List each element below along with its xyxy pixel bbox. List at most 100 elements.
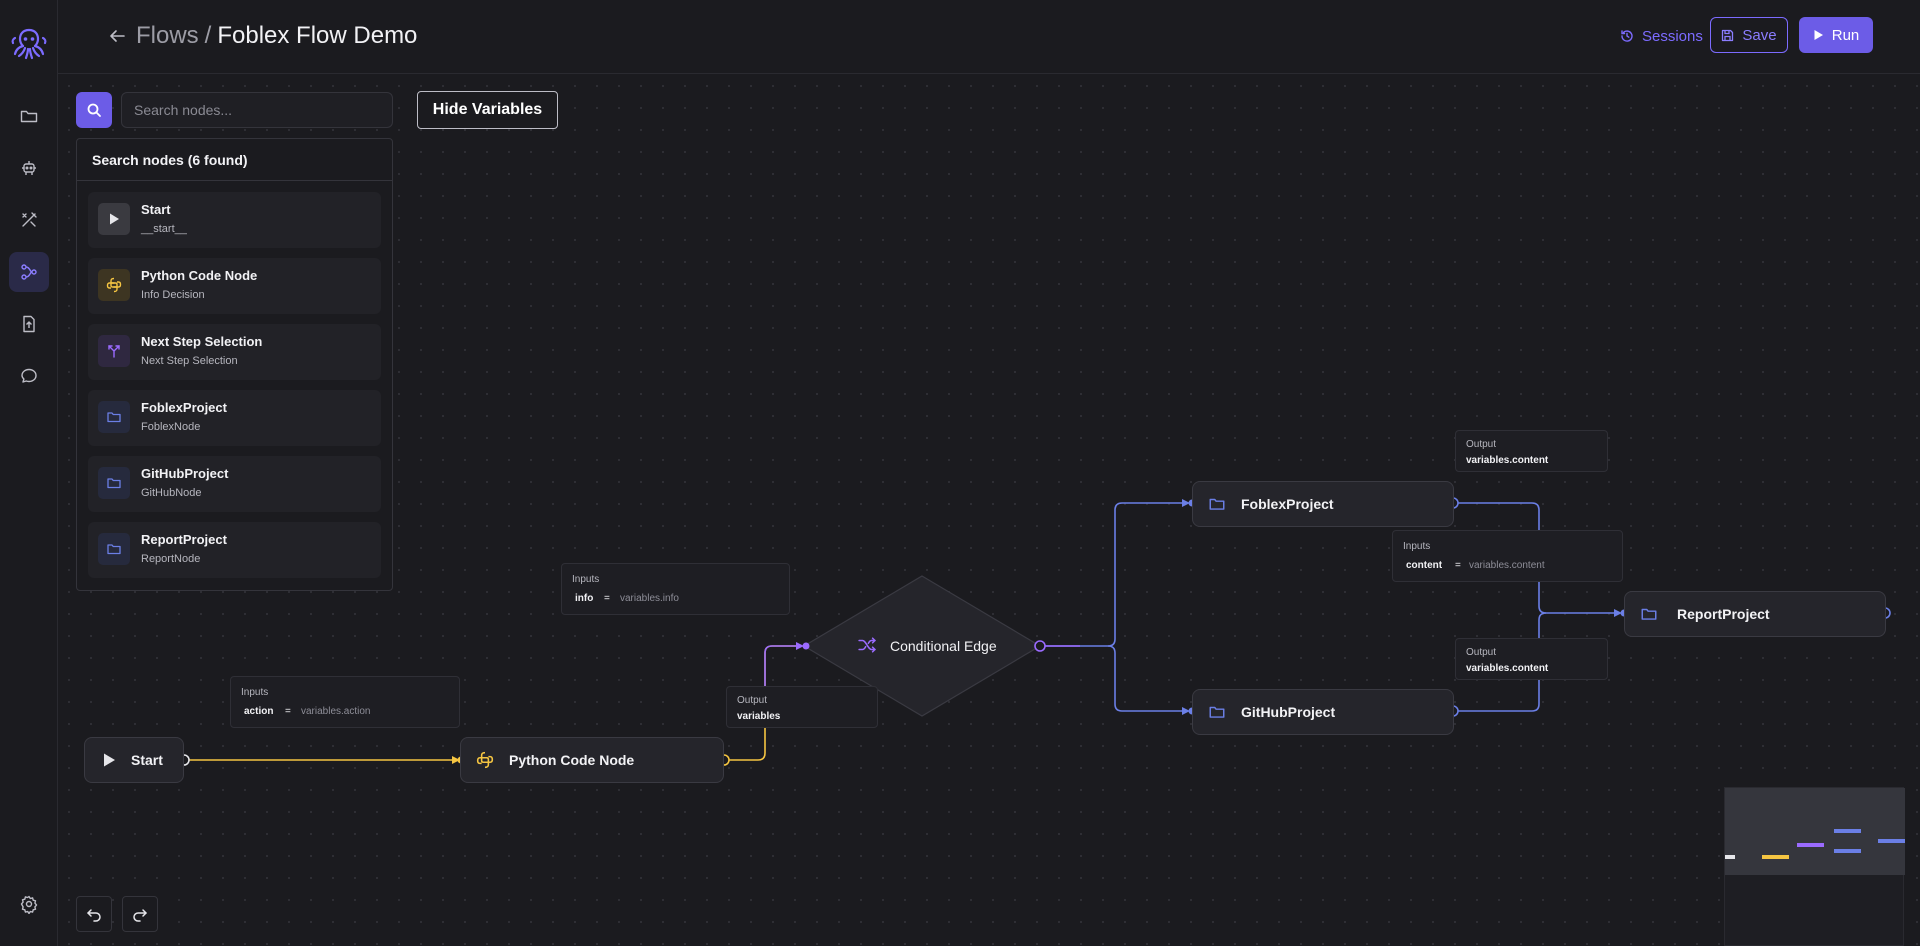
foblex-output-card: Output variables.content [1455,430,1608,472]
sessions-label: Sessions [1642,27,1703,45]
redo-button[interactable] [122,896,158,932]
node-label: Python Code Node [509,752,635,768]
search-icon [87,103,101,117]
python-icon [98,269,130,301]
sidebar-settings[interactable] [9,884,49,924]
folder-icon [1207,494,1227,514]
search-result-title: GitHubProject [141,466,229,481]
folder-icon [20,110,38,123]
input-value: variables.action [301,706,371,717]
search-result-item[interactable]: Next Step Selection Next Step Selection [88,324,381,380]
search-result-subtitle: ReportNode [141,553,201,565]
output-header: Output [737,695,768,706]
search-result-subtitle: Next Step Selection [141,355,238,367]
input-equals: = [1455,560,1461,571]
undo-button[interactable] [76,896,112,932]
python-output-card: Output variables [726,686,878,728]
input-key: content [1406,560,1443,571]
inputs-header: Inputs [241,687,269,698]
save-button[interactable]: Save [1710,17,1788,53]
play-icon [98,203,130,235]
output-header: Output [1466,439,1497,450]
output-header: Output [1466,647,1497,658]
input-equals: = [285,706,291,717]
search-result-subtitle: FoblexNode [141,421,201,433]
minimap-node-conditional [1797,843,1824,847]
sidebar-item-agents[interactable] [9,148,49,188]
hide-variables-button[interactable]: Hide Variables [417,91,558,129]
conditional-inputs-card: Inputs info = variables.info [561,563,790,615]
sidebar-item-knowledge[interactable] [9,304,49,344]
node-start[interactable]: Start [84,737,184,783]
breadcrumb: Flows/Foblex Flow Demo [136,20,417,52]
chat-icon [21,368,37,383]
folder-icon [98,467,130,499]
node-python-code[interactable]: Python Code Node [460,737,724,783]
minimap-node-start [1725,855,1735,859]
input-key: info [575,593,594,604]
back-arrow-icon[interactable] [106,25,128,47]
breadcrumb-root[interactable]: Flows [136,22,199,49]
minimap-node-github [1834,849,1861,853]
output-value: variables [737,711,781,722]
save-label: Save [1742,26,1777,44]
folder-icon [1207,702,1227,722]
input-key: action [244,706,274,717]
node-report-project[interactable]: ReportProject [1624,591,1886,637]
folder-icon [1639,604,1659,624]
search-result-subtitle: GitHubNode [141,487,202,499]
minimap[interactable] [1724,787,1905,946]
play-icon [99,750,119,770]
upload-file-icon [23,315,35,333]
search-result-item[interactable]: ReportProject ReportNode [88,522,381,578]
branch-icon [98,335,130,367]
shuffle-icon [858,637,876,653]
search-result-title: FoblexProject [141,400,227,415]
inputs-header: Inputs [572,574,600,585]
run-label: Run [1831,26,1860,44]
search-result-subtitle: __start__ [141,223,187,235]
conditional-edge-label[interactable]: Conditional Edge [890,638,997,654]
folder-icon [98,401,130,433]
sidebar-item-flows[interactable] [9,252,49,292]
minimap-node-report [1878,839,1905,843]
run-button[interactable]: Run [1799,17,1873,53]
node-label: GitHubProject [1241,704,1336,720]
tools-icon [22,212,37,227]
search-result-item[interactable]: FoblexProject FoblexNode [88,390,381,446]
node-label: FoblexProject [1241,496,1334,512]
sidebar-item-tools[interactable] [9,200,49,240]
header: Flows/Foblex Flow Demo Sessions Save Run [58,0,1920,74]
minimap-node-python [1762,855,1789,859]
folder-icon [98,533,130,565]
node-foblex-project[interactable]: FoblexProject [1192,481,1454,527]
sidebar-item-projects[interactable] [9,96,49,136]
search-result-title: Start [141,202,171,217]
sidebar-item-chats[interactable] [9,356,49,396]
search-result-item[interactable]: GitHubProject GitHubNode [88,456,381,512]
search-result-item[interactable]: Python Code Node Info Decision [88,258,381,314]
search-result-item[interactable]: Start __start__ [88,192,381,248]
octopus-logo-icon[interactable] [9,24,49,64]
minimap-viewport[interactable] [1725,788,1905,875]
search-nodes-input[interactable] [121,92,393,128]
input-value: variables.info [620,593,679,604]
search-result-subtitle: Info Decision [141,289,205,301]
report-inputs-card: Inputs content = variables.content [1392,530,1623,582]
search-result-title: Next Step Selection [141,334,263,349]
search-results-panel: Search nodes (6 found) Start __start__ P… [76,138,393,591]
undo-icon [87,909,101,922]
history-icon [1621,30,1633,42]
search-result-title: Python Code Node [141,268,258,283]
search-button[interactable] [76,92,112,128]
search-results-header: Search nodes (6 found) [77,139,392,181]
input-equals: = [604,593,610,604]
breadcrumb-separator: / [204,22,212,49]
sessions-button[interactable]: Sessions [1608,18,1715,54]
redo-icon [133,909,147,922]
node-github-project[interactable]: GitHubProject [1192,689,1454,735]
save-icon [1722,29,1734,41]
gear-icon [20,895,38,914]
robot-icon [22,161,36,175]
